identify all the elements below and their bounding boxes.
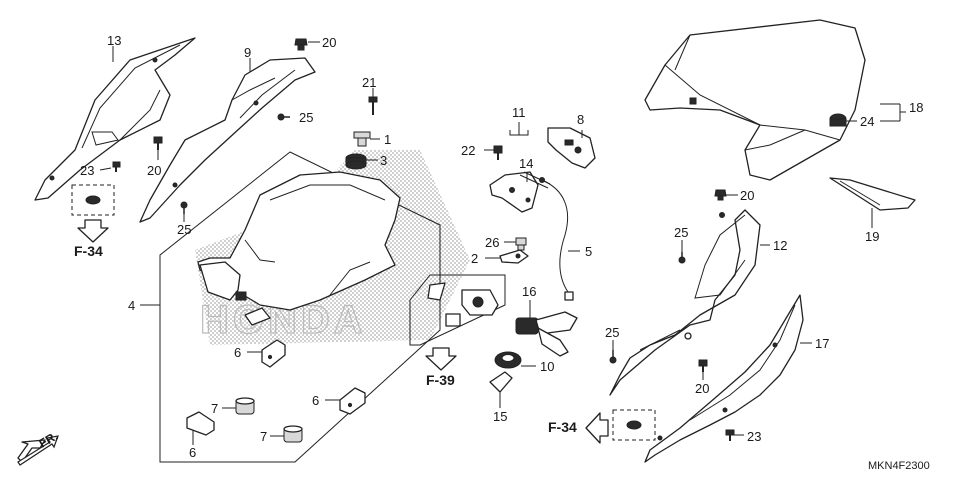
diagram-code: MKN4F2300 bbox=[868, 460, 930, 472]
key-cylinder-part-16[interactable] bbox=[515, 311, 578, 357]
part-label-3: 3 bbox=[380, 153, 387, 168]
rubber-part-7-a[interactable] bbox=[235, 397, 255, 415]
part-label-21: 21 bbox=[362, 75, 376, 90]
rubber-part-6-a[interactable] bbox=[261, 339, 286, 368]
ref-box-left bbox=[71, 184, 115, 216]
part-label-25-right-a: 25 bbox=[674, 225, 688, 240]
rubber-part-6-c[interactable] bbox=[186, 411, 215, 436]
ref-arrow-mid bbox=[425, 347, 457, 371]
lower-cover-part-17[interactable] bbox=[644, 294, 804, 463]
screw-part-21[interactable] bbox=[368, 96, 378, 115]
bracket-11-14 bbox=[509, 122, 529, 136]
part-label-4: 4 bbox=[128, 298, 135, 313]
ref-arrow-right bbox=[585, 412, 609, 444]
part-label-12: 12 bbox=[773, 238, 787, 253]
screw-part-25-top[interactable] bbox=[277, 113, 290, 121]
bolt-part-23-right[interactable] bbox=[725, 429, 735, 441]
part-label-6-a: 6 bbox=[234, 345, 241, 360]
screw-part-25-left[interactable] bbox=[180, 201, 188, 214]
rubber-part-6-b[interactable] bbox=[339, 387, 366, 415]
part-label-25-top: 25 bbox=[299, 110, 313, 125]
trim-strip-part-19[interactable] bbox=[829, 177, 916, 211]
bolt-part-20-right-top[interactable] bbox=[714, 189, 727, 201]
part-label-15: 15 bbox=[493, 409, 507, 424]
ref-arrow-left bbox=[77, 219, 109, 243]
section-ref-f34-left[interactable]: F-34 bbox=[74, 243, 103, 259]
rear-trim-part-9[interactable] bbox=[139, 57, 316, 223]
part-label-7-a: 7 bbox=[211, 401, 218, 416]
part-label-7-b: 7 bbox=[260, 429, 267, 444]
section-ref-f34-right[interactable]: F-34 bbox=[548, 419, 577, 435]
seat-part-4[interactable] bbox=[197, 171, 401, 326]
part-label-8: 8 bbox=[577, 112, 584, 127]
part-label-1: 1 bbox=[384, 132, 391, 147]
part-label-25-right-b: 25 bbox=[605, 325, 619, 340]
cap-part-10[interactable] bbox=[494, 351, 522, 369]
screw-part-25-right-b[interactable] bbox=[609, 350, 617, 364]
part-label-19: 19 bbox=[865, 229, 879, 244]
grommet-part-3[interactable] bbox=[345, 153, 367, 170]
part-label-24: 24 bbox=[860, 114, 874, 129]
part-label-14: 14 bbox=[519, 156, 533, 171]
part-label-6-b: 6 bbox=[312, 393, 319, 408]
bracket-18 bbox=[880, 103, 906, 122]
bolt-part-26[interactable] bbox=[515, 237, 527, 251]
rear-seat-cowl-part-18[interactable] bbox=[644, 19, 866, 181]
part-label-20-top: 20 bbox=[322, 35, 336, 50]
bolt-part-20-left[interactable] bbox=[153, 136, 163, 150]
part-label-23-left: 23 bbox=[80, 163, 94, 178]
screw-part-25-right-a[interactable] bbox=[678, 252, 686, 264]
seat-group-bracket bbox=[159, 151, 441, 463]
left-side-cover-part-13[interactable] bbox=[34, 37, 196, 201]
front-direction-arrow-icon bbox=[17, 435, 59, 466]
right-cover-part-12[interactable] bbox=[609, 209, 761, 396]
cable-part-5[interactable] bbox=[539, 177, 574, 301]
bolt-part-1[interactable] bbox=[353, 131, 371, 147]
section-ref-f39[interactable]: F-39 bbox=[426, 372, 455, 388]
clip-part-15[interactable] bbox=[489, 371, 513, 393]
grommet-part-24[interactable] bbox=[829, 113, 847, 127]
lock-bracket-part-11[interactable] bbox=[489, 171, 539, 213]
ref-box-right bbox=[612, 409, 656, 441]
lock-group-bracket bbox=[409, 274, 506, 346]
part-label-17: 17 bbox=[815, 336, 829, 351]
lever-part-2[interactable] bbox=[499, 249, 529, 264]
bolt-part-20-top[interactable] bbox=[294, 38, 308, 51]
part-label-23-right: 23 bbox=[747, 429, 761, 444]
seat-lock-assembly[interactable] bbox=[427, 282, 499, 327]
part-label-6-c: 6 bbox=[189, 445, 196, 460]
part-label-20-right-top: 20 bbox=[740, 188, 754, 203]
part-label-5: 5 bbox=[585, 244, 592, 259]
part-label-26: 26 bbox=[485, 235, 499, 250]
rubber-part-7-b[interactable] bbox=[283, 425, 303, 443]
leader-23-left bbox=[99, 167, 112, 171]
part-label-25-left: 25 bbox=[177, 222, 191, 237]
bolt-part-20-right-bottom[interactable] bbox=[698, 359, 708, 372]
part-label-11: 11 bbox=[512, 105, 526, 120]
part-label-20-left: 20 bbox=[147, 163, 161, 178]
part-label-2: 2 bbox=[471, 251, 478, 266]
part-label-13: 13 bbox=[107, 33, 121, 48]
part-label-16: 16 bbox=[522, 284, 536, 299]
bolt-part-23-left[interactable] bbox=[112, 161, 121, 172]
latch-part-8[interactable] bbox=[547, 127, 596, 169]
part-label-18: 18 bbox=[909, 100, 923, 115]
part-label-20-right-bottom: 20 bbox=[695, 381, 709, 396]
part-label-22: 22 bbox=[461, 143, 475, 158]
part-label-10: 10 bbox=[540, 359, 554, 374]
bolt-part-22[interactable] bbox=[493, 145, 503, 160]
part-label-9: 9 bbox=[244, 45, 251, 60]
